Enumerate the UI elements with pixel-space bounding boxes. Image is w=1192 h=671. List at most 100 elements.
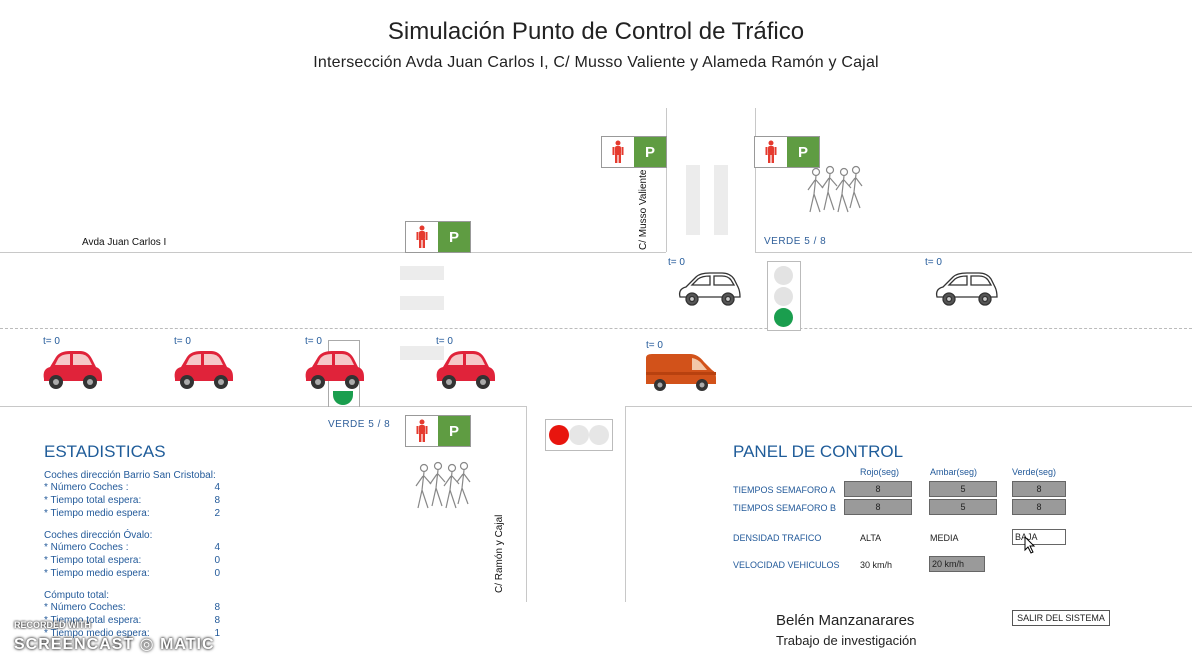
pedestrian-signal-left: P	[405, 221, 471, 253]
column-ambar: Ambar(seg)	[930, 467, 978, 477]
red-car-icon	[171, 347, 235, 396]
road-edge-top-left	[0, 252, 666, 253]
parking-green: P	[438, 416, 470, 446]
light-off-icon	[774, 266, 793, 285]
mouse-cursor-icon	[1024, 535, 1036, 559]
car-timer: t= 0	[646, 340, 663, 351]
light-green-icon	[774, 308, 793, 327]
stat-row: * Tiempo medio espera:0	[44, 568, 220, 579]
musso-edge-left	[666, 108, 667, 252]
traffic-light-b	[545, 419, 613, 451]
author-name: Belén Manzanarares	[776, 612, 915, 629]
pedestrian-red-icon	[602, 137, 634, 167]
row-label-semaforo-a: TIEMPOS SEMAFORO A	[733, 485, 836, 495]
page-title: Simulación Punto de Control de Tráfico	[387, 18, 805, 45]
stats-group-san-cristobal: Coches dirección Barrio San Cristobal: *…	[44, 470, 244, 520]
street-label-avda: Avda Juan Carlos I	[82, 237, 167, 248]
semaforo-a-ambar-input[interactable]: 5	[929, 481, 997, 497]
densidad-label: DENSIDAD TRAFICO	[733, 533, 822, 543]
parking-green: P	[787, 137, 819, 167]
white-car-icon	[676, 269, 742, 314]
pedestrian-signal-top-left: P	[601, 136, 667, 168]
stats-group-title: Coches dirección Barrio San Cristobal:	[44, 470, 216, 481]
pedestrian-signal-top-right: P	[754, 136, 820, 168]
stat-row: * Número Coches :4	[44, 542, 220, 553]
road-center-dashed	[0, 328, 1192, 329]
red-car-icon	[40, 347, 104, 396]
semaforo-b-ambar-input[interactable]: 5	[929, 499, 997, 515]
light-off-icon	[569, 425, 589, 445]
car-timer: t= 0	[436, 336, 453, 347]
car-timer: t= 0	[305, 336, 322, 347]
car-timer: t= 0	[925, 257, 942, 268]
musso-edge-right	[755, 108, 756, 252]
stat-row: * Número Coches :4	[44, 482, 220, 493]
stats-group-title: Coches dirección Óvalo:	[44, 530, 153, 541]
stat-row: * Tiempo medio espera:2	[44, 508, 220, 519]
parking-green: P	[438, 222, 470, 252]
densidad-baja-option[interactable]: BAJA	[1012, 529, 1066, 545]
page-subtitle: Intersección Avda Juan Carlos I, C/ Muss…	[313, 54, 879, 71]
zebra-stripe	[714, 165, 728, 235]
street-label-ramon: C/ Ramón y Cajal	[494, 514, 505, 593]
pedestrian-signal-bottom: P	[405, 415, 471, 447]
densidad-media-option[interactable]: MEDIA	[930, 533, 959, 543]
semaforo-a-verde-input[interactable]: 8	[1012, 481, 1066, 497]
control-panel-heading: PANEL DE CONTROL	[733, 442, 904, 461]
watermark-line1: RECORDED WITH	[14, 620, 91, 630]
column-rojo: Rojo(seg)	[860, 467, 900, 477]
stat-row: * Tiempo total espera:8	[44, 615, 220, 626]
light-off-icon	[774, 287, 793, 306]
pedestrian-red-icon	[406, 222, 438, 252]
car-timer: t= 0	[668, 257, 685, 268]
ramon-edge-left	[526, 406, 527, 602]
statistics-heading: ESTADISTICAS	[44, 442, 166, 461]
semaforo-a-rojo-input[interactable]: 8	[844, 481, 912, 497]
row-label-semaforo-b: TIEMPOS SEMAFORO B	[733, 503, 837, 513]
velocidad-label: VELOCIDAD VEHICULOS	[733, 560, 840, 570]
densidad-alta-option[interactable]: ALTA	[860, 533, 882, 543]
stat-row: * Tiempo total espera:8	[44, 495, 220, 506]
pedestrians-group-icon	[414, 460, 472, 519]
pedestrians-group-icon	[806, 164, 864, 223]
road-edge-top-right	[755, 252, 1192, 253]
road-edge-bottom-right	[625, 406, 1192, 407]
white-car-icon	[933, 269, 999, 314]
car-timer: t= 0	[43, 336, 60, 347]
red-car-icon	[302, 347, 366, 396]
pedestrian-red-icon	[406, 416, 438, 446]
stat-row: * Número Coches:8	[44, 602, 220, 613]
signal-b-status: VERDE 5 / 8	[328, 419, 391, 430]
light-green-icon	[333, 391, 353, 405]
column-verde: Verde(seg)	[1012, 467, 1057, 477]
red-car-icon	[433, 347, 497, 396]
velocidad-30-option[interactable]: 30 km/h	[860, 560, 893, 570]
work-title: Trabajo de investigación	[776, 633, 917, 648]
pedestrian-red-icon	[755, 137, 787, 167]
zebra-stripe	[686, 165, 700, 235]
signal-a-status: VERDE 5 / 8	[764, 236, 827, 247]
zebra-stripe	[400, 346, 444, 360]
stats-group-total: Cómputo total: * Número Coches:8 * Tiemp…	[44, 590, 244, 640]
stats-group-ovalo: Coches dirección Óvalo: * Número Coches …	[44, 530, 244, 580]
parking-green: P	[634, 137, 666, 167]
semaforo-b-rojo-input[interactable]: 8	[844, 499, 912, 515]
stats-group-title: Cómputo total:	[44, 590, 110, 601]
light-red-icon	[549, 425, 569, 445]
car-timer: t= 0	[174, 336, 191, 347]
zebra-stripe	[400, 266, 444, 280]
orange-van-icon	[644, 350, 718, 397]
road-edge-bottom-left	[0, 406, 526, 407]
traffic-light-a	[767, 261, 801, 331]
light-off-icon	[589, 425, 609, 445]
statistics-panel: ESTADISTICAS Coches dirección Barrio San…	[44, 442, 244, 640]
semaforo-b-verde-input[interactable]: 8	[1012, 499, 1066, 515]
zebra-stripe	[400, 296, 444, 310]
ramon-edge-right	[625, 406, 626, 602]
street-label-musso: C/ Musso Valiente	[638, 169, 649, 250]
watermark-line2: SCREENCAST ◎ MATIC	[14, 636, 215, 653]
stat-row: * Tiempo medio espera:1	[44, 628, 220, 639]
velocidad-20-option[interactable]: 20 km/h	[929, 556, 985, 572]
exit-button[interactable]: SALIR DEL SISTEMA	[1012, 610, 1110, 626]
stat-row: * Tiempo total espera:0	[44, 555, 220, 566]
